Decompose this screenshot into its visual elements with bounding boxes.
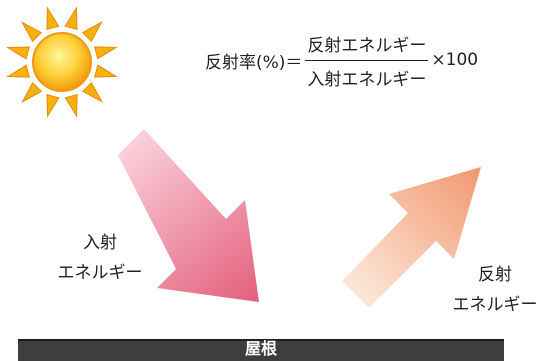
reflected-energy-label: 反射 エネルギー <box>440 260 547 320</box>
reflected-label-line1: 反射 <box>478 265 512 285</box>
sun-icon <box>6 6 118 118</box>
formula-times: ×100 <box>431 50 479 70</box>
formula-equals: ＝ <box>285 52 303 73</box>
reflected-energy-arrow <box>342 167 481 308</box>
sun-ray <box>6 64 30 78</box>
sun-ray <box>21 21 43 43</box>
formula-denominator: 入射エネルギー <box>307 69 427 90</box>
sun-ray <box>64 6 78 30</box>
sun-ray <box>21 81 43 103</box>
formula-fraction: 反射エネルギー 入射エネルギー <box>305 31 429 90</box>
incident-label-line2: エネルギー <box>57 263 143 283</box>
incident-energy-arrow <box>118 129 259 302</box>
reflected-label-line2: エネルギー <box>452 295 538 315</box>
roof-bar: 屋根 <box>18 339 504 361</box>
sun-ray <box>94 46 118 60</box>
sun-ray <box>46 94 60 118</box>
sun-ray <box>81 21 103 43</box>
roof-label: 屋根 <box>244 339 277 358</box>
formula-lhs: 反射率(%) <box>205 52 286 73</box>
sun-ray <box>64 94 78 118</box>
incident-energy-label: 入射 エネルギー <box>40 228 160 288</box>
incident-label-line1: 入射 <box>83 233 117 253</box>
reflectance-formula: 反射率(%) ＝ 反射エネルギー 入射エネルギー ×100 <box>205 30 478 90</box>
sun-ray <box>81 81 103 103</box>
sun-ray <box>46 6 60 30</box>
sun-ray <box>6 46 30 60</box>
sun-ray <box>94 64 118 78</box>
formula-numerator: 反射エネルギー <box>305 31 429 61</box>
